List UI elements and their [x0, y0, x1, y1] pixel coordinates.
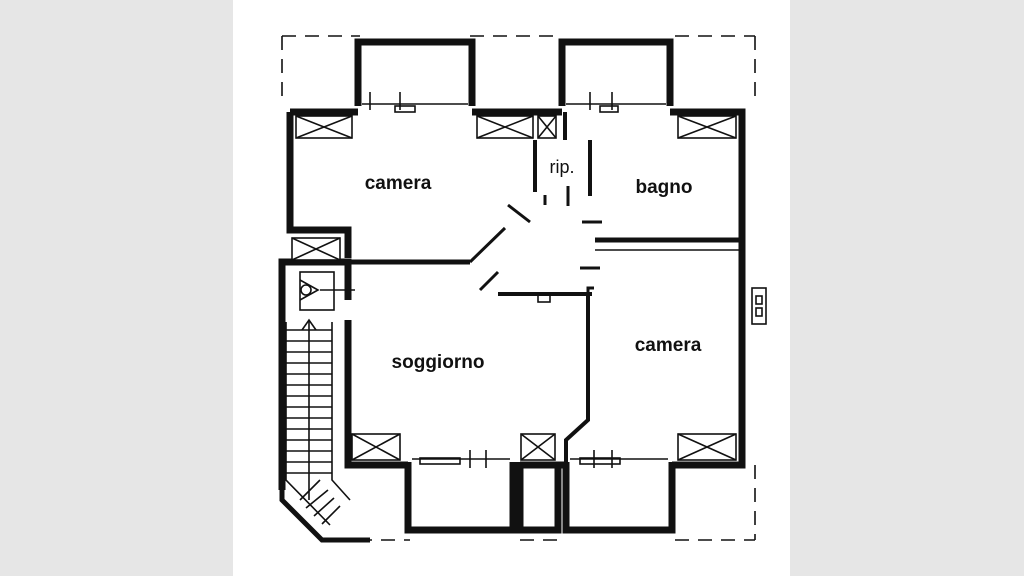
flue-top-left: [295, 115, 353, 139]
staircase: [279, 271, 370, 543]
top-balconies: [354, 38, 674, 106]
top-windows: [362, 92, 666, 113]
flue-bottom-mid: [520, 433, 556, 461]
room-label-bagno: bagno: [636, 177, 693, 198]
flue-bottom-right: [677, 433, 737, 461]
bottom-balconies: [404, 462, 676, 534]
doors: [468, 186, 602, 292]
crossed-boxes: [291, 115, 737, 461]
room-label-camera-right: camera: [635, 335, 702, 356]
flue-top-right: [677, 115, 737, 139]
flue-rip: [537, 115, 557, 139]
room-label-camera-top-left: camera: [365, 173, 432, 194]
floor-plan-canvas: camera rip. bagno soggiorno camera: [233, 0, 790, 576]
room-label-ripostiglio: rip.: [549, 157, 574, 177]
bottom-windows: [412, 450, 668, 468]
room-label-soggiorno: soggiorno: [392, 352, 485, 373]
flue-left: [291, 237, 341, 261]
interior-walls: [348, 112, 742, 462]
flue-bottom-left: [351, 433, 401, 461]
flue-top-mid: [476, 115, 534, 139]
right-wall-detail: [751, 287, 767, 325]
exterior-walls: [278, 108, 746, 490]
